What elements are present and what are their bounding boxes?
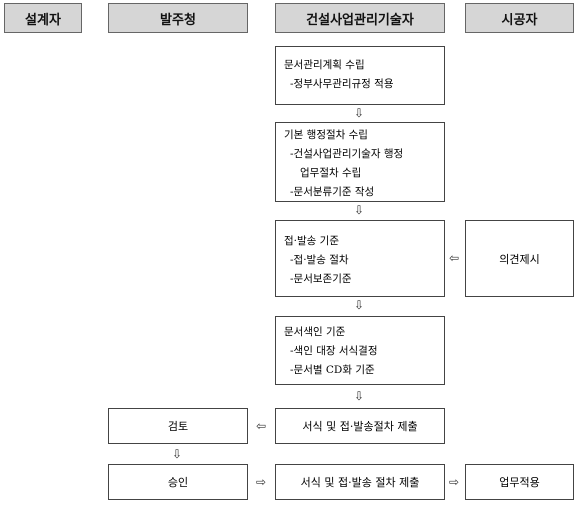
step-admin-item1-line2: 업무절차 수립 <box>300 167 362 179</box>
header-contractor: 시공자 <box>465 3 574 33</box>
right-arrow-approve: ⇨ <box>256 475 267 489</box>
down-arrow-4: ⇩ <box>354 389 365 403</box>
step-document-plan: 문서관리계획 수립 -정부사무관리규정 적용 <box>275 46 445 105</box>
step-index-item2: -문서별 CD화 기준 <box>290 364 375 376</box>
header-designer: 설계자 <box>4 3 82 33</box>
left-arrow-review: ⇦ <box>256 419 267 433</box>
step-document-plan-title: 문서관리계획 수립 <box>284 59 365 71</box>
step-index-title: 문서색인 기준 <box>284 326 346 338</box>
down-arrow-2: ⇩ <box>354 203 365 217</box>
step-submit-forms-final: 서식 및 접·발송 절차 제출 <box>275 464 445 500</box>
right-arrow-apply: ⇨ <box>449 475 460 489</box>
contractor-apply-box: 업무적용 <box>465 464 574 500</box>
step-receipt-item1: -접·발송 절차 <box>290 254 349 266</box>
step-receipt-item2: -문서보존기준 <box>290 273 352 285</box>
step-submit-forms: 서식 및 접·발송절차 제출 <box>275 408 445 444</box>
step-admin-title: 기본 행정절차 수립 <box>284 129 368 141</box>
step-admin-item1-line1: -건설사업관리기술자 행정 <box>290 148 404 160</box>
step-admin-item2: -문서분류기준 작성 <box>290 186 375 198</box>
step-receipt-standard: 접·발송 기준 -접·발송 절차 -문서보존기준 <box>275 220 445 297</box>
left-arrow-opinion: ⇦ <box>449 251 460 265</box>
client-review-box: 검토 <box>108 408 248 444</box>
header-supervisor: 건설사업관리기술자 <box>275 3 445 33</box>
client-approve-box: 승인 <box>108 464 248 500</box>
down-arrow-review: ⇩ <box>172 447 183 461</box>
header-client: 발주청 <box>108 3 248 33</box>
step-receipt-title: 접·발송 기준 <box>284 235 339 247</box>
down-arrow-3: ⇩ <box>354 298 365 312</box>
down-arrow-1: ⇩ <box>354 106 365 120</box>
step-document-plan-item: -정부사무관리규정 적용 <box>290 78 394 90</box>
step-index-item1: -색인 대장 서식결정 <box>290 345 378 357</box>
contractor-opinion-box: 의견제시 <box>465 220 574 297</box>
step-index-standard: 문서색인 기준 -색인 대장 서식결정 -문서별 CD화 기준 <box>275 316 445 385</box>
step-admin-procedure: 기본 행정절차 수립 -건설사업관리기술자 행정 업무절차 수립 -문서분류기준… <box>275 122 445 202</box>
